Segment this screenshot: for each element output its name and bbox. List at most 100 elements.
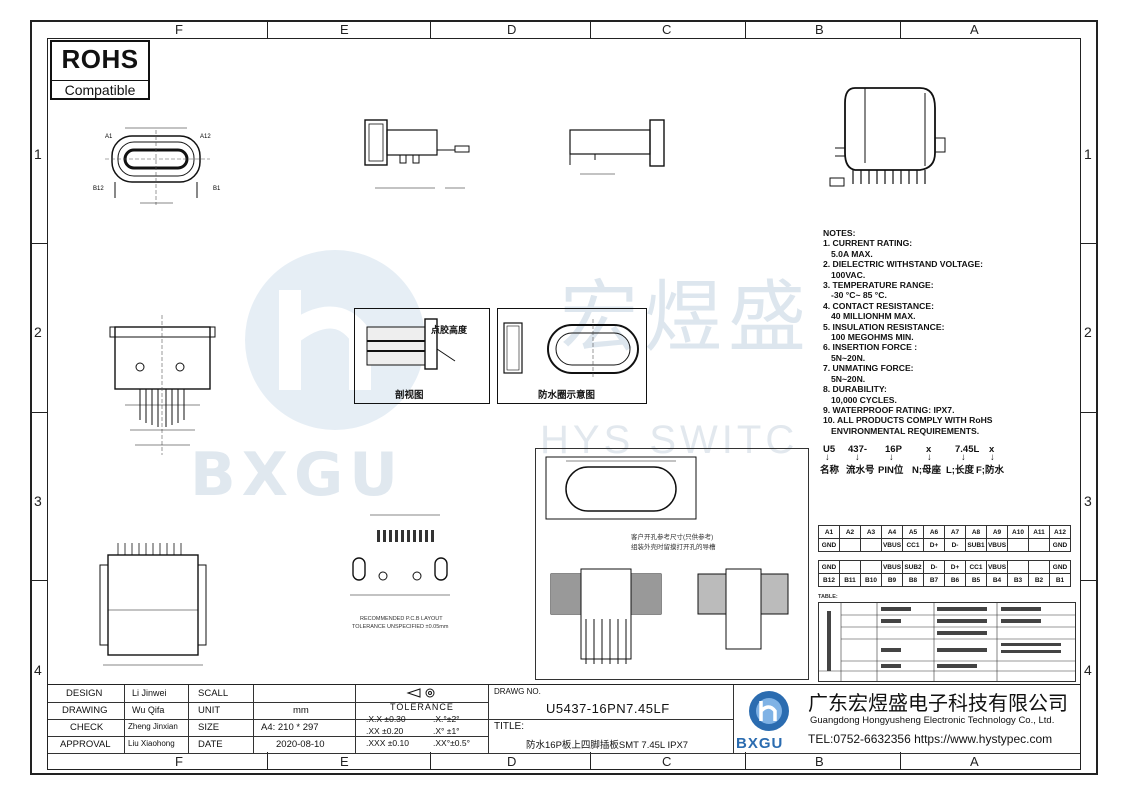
checker-name: Zheng Jinxian bbox=[128, 722, 178, 731]
pin-signal: D+ bbox=[923, 538, 945, 552]
zone-col-b: B bbox=[815, 22, 824, 37]
zone-col-f-bottom: F bbox=[175, 754, 183, 769]
pin-header: A7 bbox=[944, 525, 966, 539]
note-line: 100 MEGOHMS MIN. bbox=[831, 332, 914, 343]
note-line: 1. CURRENT RATING: bbox=[823, 238, 913, 249]
pin-header: A8 bbox=[965, 525, 987, 539]
table-spacer bbox=[819, 552, 1071, 561]
approval-label: APPROVAL bbox=[60, 739, 111, 750]
pin-signal: GND bbox=[818, 560, 840, 574]
pin-signal: VBUS bbox=[986, 538, 1008, 552]
waterproof-view-box: 防水圈示意图 bbox=[497, 308, 647, 404]
pin-signal bbox=[860, 538, 882, 552]
pin-signal: GND bbox=[1049, 560, 1071, 574]
grid-line bbox=[48, 702, 488, 703]
zone-row-4-right: 4 bbox=[1084, 662, 1092, 678]
zone-tick bbox=[745, 752, 746, 770]
pin-header: B8 bbox=[902, 573, 924, 587]
svg-text:B1: B1 bbox=[213, 186, 221, 192]
pin-header: B9 bbox=[881, 573, 903, 587]
drawing-label: DRAWING bbox=[62, 705, 108, 716]
part-code-segment: 7.45L bbox=[955, 444, 980, 455]
drawing-no-label: DRAWG NO. bbox=[494, 687, 541, 696]
part-code-segment: U5 bbox=[823, 444, 836, 455]
zone-tick bbox=[30, 243, 47, 244]
zone-col-c: C bbox=[662, 22, 672, 37]
zone-col-a-bottom: A bbox=[970, 754, 979, 769]
zone-col-e: E bbox=[340, 22, 349, 37]
pin-signal: CC1 bbox=[902, 538, 924, 552]
pin-signal: D- bbox=[923, 560, 945, 574]
part-code-segment: 16P bbox=[885, 444, 902, 455]
part-code-desc: N;母座 bbox=[912, 465, 942, 476]
zone-row-2-right: 2 bbox=[1084, 324, 1092, 340]
note-line: 2. DIELECTRIC WITHSTAND VOLTAGE: bbox=[823, 259, 983, 270]
material-table-grid bbox=[819, 603, 1075, 681]
company-name-cn: 广东宏煜盛电子科技有限公司 bbox=[808, 691, 1068, 715]
zone-col-e-bottom: E bbox=[340, 754, 349, 769]
zone-row-1: 1 bbox=[34, 146, 42, 162]
pin-signal bbox=[839, 560, 861, 574]
arrow-down-icon: ↓ bbox=[889, 452, 894, 463]
pin-header: A1 bbox=[818, 525, 840, 539]
side-view-drawing bbox=[364, 119, 470, 189]
arrow-down-icon: ↓ bbox=[990, 452, 995, 463]
grid-line bbox=[488, 719, 733, 720]
part-code-desc: F;防水 bbox=[976, 465, 1004, 476]
pin-header: B2 bbox=[1028, 573, 1050, 587]
title-label: TITLE: bbox=[494, 721, 525, 732]
notes-block: NOTES: 1. CURRENT RATING: 5.0A MAX. 2. D… bbox=[823, 228, 993, 436]
zone-tick bbox=[30, 580, 47, 581]
unit-value: mm bbox=[293, 705, 309, 716]
watermark-logo-text: BXGU bbox=[190, 440, 404, 510]
company-contact: TEL:0752-6632356 https://www.hystypec.co… bbox=[808, 732, 1053, 746]
pin-signal: CC1 bbox=[965, 560, 987, 574]
note-line: 5.0A MAX. bbox=[831, 248, 873, 259]
zone-row-1-right: 1 bbox=[1084, 146, 1092, 162]
note-line: 8. DURABILITY: bbox=[823, 384, 887, 395]
svg-text:A1: A1 bbox=[105, 134, 113, 140]
tolerance-angular-2: .X° ±1° bbox=[433, 726, 460, 736]
note-line: 4. CONTACT RESISTANCE: bbox=[823, 300, 934, 311]
material-table bbox=[818, 602, 1076, 682]
pin-header: B10 bbox=[860, 573, 882, 587]
front-elevation-drawing bbox=[99, 543, 207, 666]
watermark-en: HYS SWITC bbox=[540, 418, 799, 462]
title-block: DESIGN DRAWING CHECK APPROVAL Li Jinwei … bbox=[48, 684, 1080, 771]
zone-tick bbox=[267, 752, 268, 770]
zone-row-3-right: 3 bbox=[1084, 493, 1092, 509]
outer-frame bbox=[30, 20, 1098, 775]
zone-row-4: 4 bbox=[34, 662, 42, 678]
drafter-name: Wu Qifa bbox=[132, 705, 165, 715]
waterproof-view-label: 防水圈示意图 bbox=[538, 390, 596, 401]
svg-text:A12: A12 bbox=[200, 134, 211, 140]
pin-signal: VBUS bbox=[986, 560, 1008, 574]
bottom-view-drawing bbox=[109, 315, 216, 455]
pin-header: A9 bbox=[986, 525, 1008, 539]
tolerance-angular-3: .XX°±0.5° bbox=[433, 738, 470, 748]
table-row bbox=[819, 552, 1071, 561]
grid-line bbox=[253, 685, 254, 753]
pin-signal: VBUS bbox=[881, 560, 903, 574]
zone-tick bbox=[430, 752, 431, 770]
pin-signal: D- bbox=[944, 538, 966, 552]
grid-line bbox=[48, 736, 488, 737]
part-code-segment: x bbox=[926, 444, 932, 455]
note-line: 100VAC. bbox=[831, 269, 866, 280]
arrow-down-icon: ↓ bbox=[927, 452, 932, 463]
zone-tick bbox=[590, 752, 591, 770]
note-line: ENVIRONMENTAL REQUIREMENTS. bbox=[831, 425, 980, 436]
pin-signal bbox=[860, 560, 882, 574]
zone-row-3: 3 bbox=[34, 493, 42, 509]
zone-tick bbox=[900, 752, 901, 770]
pin-header: A11 bbox=[1028, 525, 1050, 539]
pin-signal bbox=[1028, 560, 1050, 574]
zone-col-b-bottom: B bbox=[815, 754, 824, 769]
rohs-badge: ROHS Compatible bbox=[50, 40, 150, 100]
pin-signal: VBUS bbox=[881, 538, 903, 552]
note-line: 10,000 CYCLES. bbox=[831, 394, 897, 405]
scale-label: SCALL bbox=[198, 688, 229, 699]
